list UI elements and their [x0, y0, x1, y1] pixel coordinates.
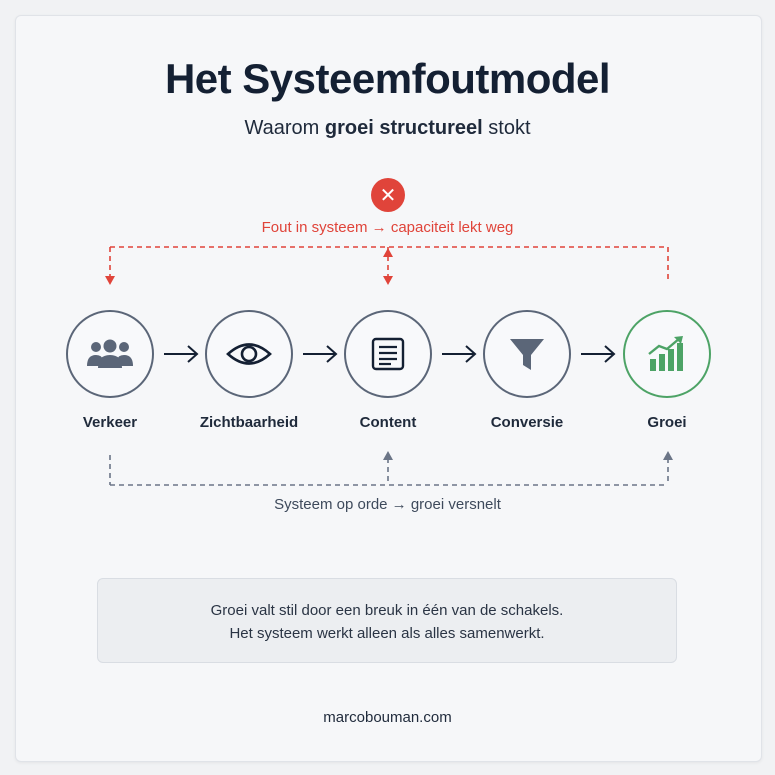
ok-arrowhead-center	[383, 451, 393, 460]
node-groei	[623, 310, 711, 398]
error-arrowhead-left	[105, 276, 115, 285]
ok-label: Systeem op orde → groei versnelt	[274, 496, 501, 513]
funnel-icon	[510, 339, 544, 370]
node-conversie	[483, 310, 571, 398]
node-label-zichtbaarheid: Zichtbaarheid	[199, 414, 299, 431]
page-title: Het Systeemfoutmodel	[164, 55, 611, 102]
arrow-4	[581, 345, 616, 363]
node-content	[344, 310, 432, 398]
footer-site: marcobouman.com	[323, 709, 452, 726]
ok-loop	[109, 455, 669, 486]
node-label-verkeer: Verkeer	[82, 414, 138, 431]
error-arrowhead-center-down	[383, 276, 393, 285]
growth-chart-icon	[648, 336, 683, 371]
page-subtitle: Waarom groei structureel stokt	[0, 117, 775, 140]
eye-icon	[226, 343, 272, 365]
arrow-1	[164, 345, 199, 363]
note-line-1: Groei valt stil door een breuk in één va…	[210, 602, 564, 619]
subtitle-emphasis: groei structureel	[324, 117, 483, 139]
error-arrowhead-center-up	[383, 248, 393, 257]
error-loop	[109, 246, 669, 280]
node-verkeer	[66, 310, 154, 398]
error-label: Fout in systeem → capaciteit lekt weg	[261, 219, 514, 236]
arrow-2	[303, 345, 338, 363]
subtitle-prefix: Waarom	[244, 117, 325, 139]
note-line-2: Het systeem werkt alleen als alles samen…	[229, 625, 545, 642]
node-label-groei: Groei	[647, 414, 687, 431]
node-label-conversie: Conversie	[490, 414, 564, 431]
ok-arrowhead-right	[663, 451, 673, 460]
summary-note: Groei valt stil door een breuk in één va…	[97, 578, 677, 663]
subtitle-suffix: stokt	[482, 117, 531, 139]
node-label-content: Content	[359, 414, 417, 431]
node-zichtbaarheid	[205, 310, 293, 398]
document-icon	[371, 337, 405, 371]
arrow-3	[442, 345, 477, 363]
users-icon	[87, 339, 133, 368]
x-icon: ✕	[371, 178, 405, 212]
